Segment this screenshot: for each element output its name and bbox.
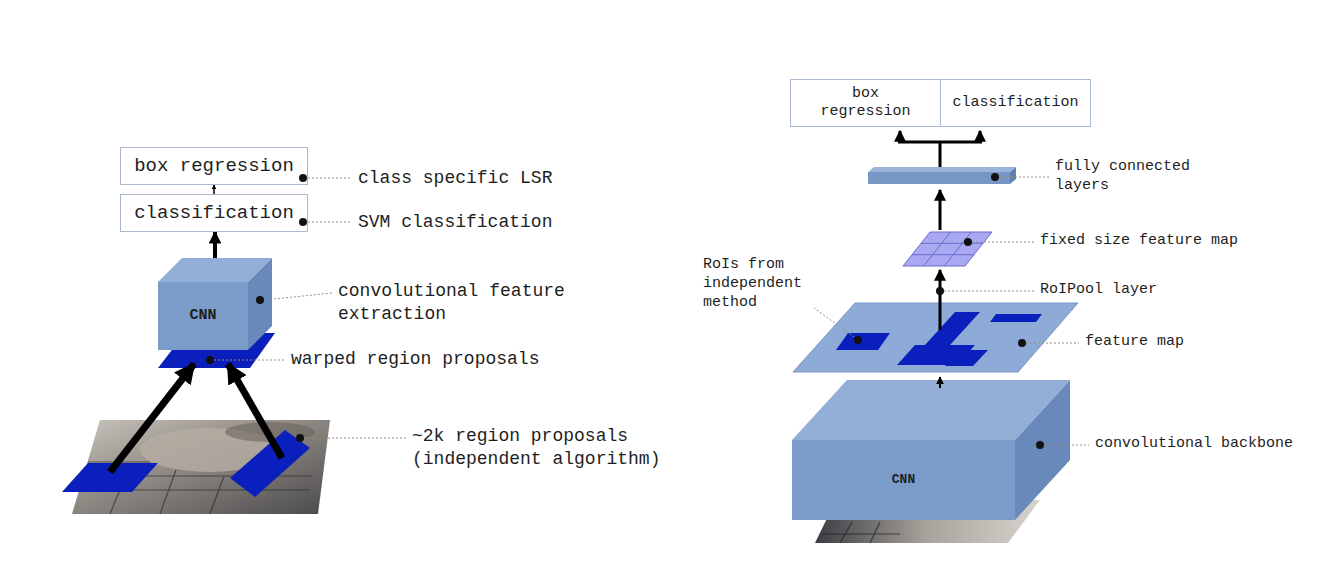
- callout-label: fixed size feature map: [1040, 232, 1238, 251]
- cube-face: CNN: [158, 282, 248, 350]
- callout-label: RoIPool layer: [1040, 281, 1157, 300]
- callout-label: RoIs from independent method: [703, 256, 811, 312]
- process-box: classification: [120, 194, 308, 232]
- process-box: classification: [940, 79, 1091, 127]
- box-label: box regression: [816, 85, 915, 121]
- box-text: box regression: [816, 85, 915, 121]
- process-box: box regression: [120, 147, 308, 185]
- box-label: box regression: [134, 155, 294, 178]
- callout-label: feature map: [1085, 333, 1184, 352]
- proposal-arrow: [228, 364, 282, 458]
- callout-label: class specific LSR: [358, 167, 552, 190]
- flow-arrow: [939, 270, 942, 330]
- cube-side: [248, 258, 272, 350]
- cube-label: CNN: [892, 472, 915, 488]
- callout-label: SVM classification: [358, 211, 552, 234]
- callout-label: ~2k region proposals (independent algori…: [412, 425, 671, 470]
- fc-layers: [868, 167, 1016, 184]
- cnn-cube: CNN: [158, 258, 272, 350]
- cube-label: CNN: [189, 307, 216, 325]
- box-label: classification: [134, 202, 294, 225]
- cube-shape: [158, 258, 272, 350]
- feature-map-plane: [793, 303, 1078, 372]
- flow-arrow: [939, 190, 942, 230]
- fixed-size-grid: [903, 232, 992, 266]
- callout-label: convolutional backbone: [1095, 435, 1293, 454]
- callout-label: fully connected layers: [1055, 158, 1199, 196]
- box-text: classification: [134, 202, 294, 225]
- cube-side: [1015, 380, 1070, 520]
- cnn-cube: CNN: [792, 380, 1070, 520]
- process-box: box regression: [790, 79, 941, 127]
- cube-shape: [792, 380, 1070, 520]
- box-text: classification: [952, 94, 1078, 112]
- box-label: classification: [952, 94, 1078, 112]
- flow-arrow: [213, 185, 215, 194]
- cube-front: [158, 282, 248, 350]
- callout-label: convolutional feature extraction: [338, 280, 576, 325]
- split-arrow: [898, 131, 982, 167]
- proposal-arrow: [110, 364, 194, 472]
- box-text: box regression: [134, 155, 294, 178]
- cube-face: CNN: [792, 440, 1015, 520]
- cube-front: [792, 440, 1015, 520]
- callout-label: warped region proposals: [291, 348, 539, 371]
- leader-lines: [214, 177, 1089, 445]
- flow-arrow: [213, 232, 217, 258]
